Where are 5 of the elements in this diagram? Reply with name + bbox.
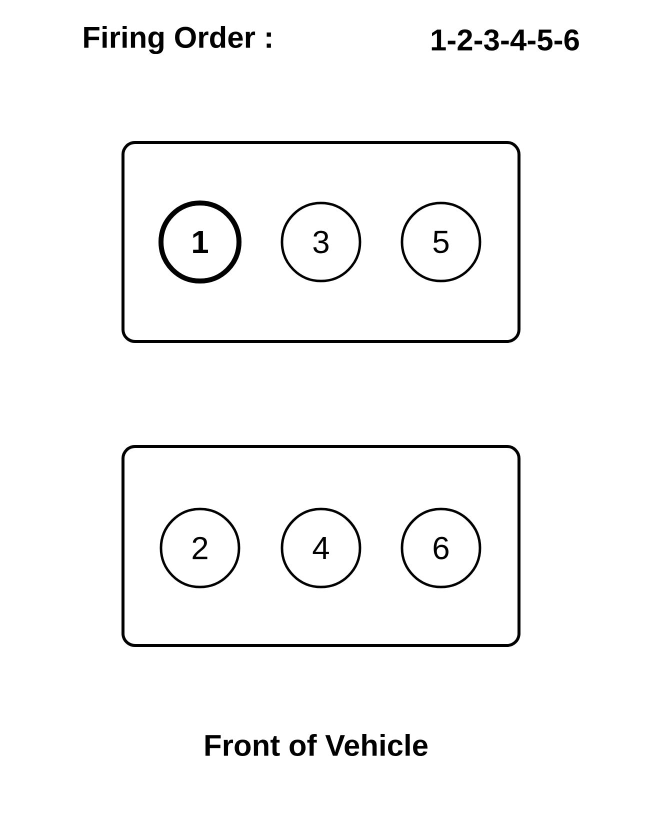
firing-order-sequence: 1-2-3-4-5-6 bbox=[432, 29, 579, 51]
title: Firing Order : bbox=[84, 26, 271, 54]
front-label: Front of Vehicle bbox=[206, 734, 428, 756]
cylinder-bank-box bbox=[122, 445, 520, 647]
cylinder-bank-box bbox=[122, 141, 520, 343]
